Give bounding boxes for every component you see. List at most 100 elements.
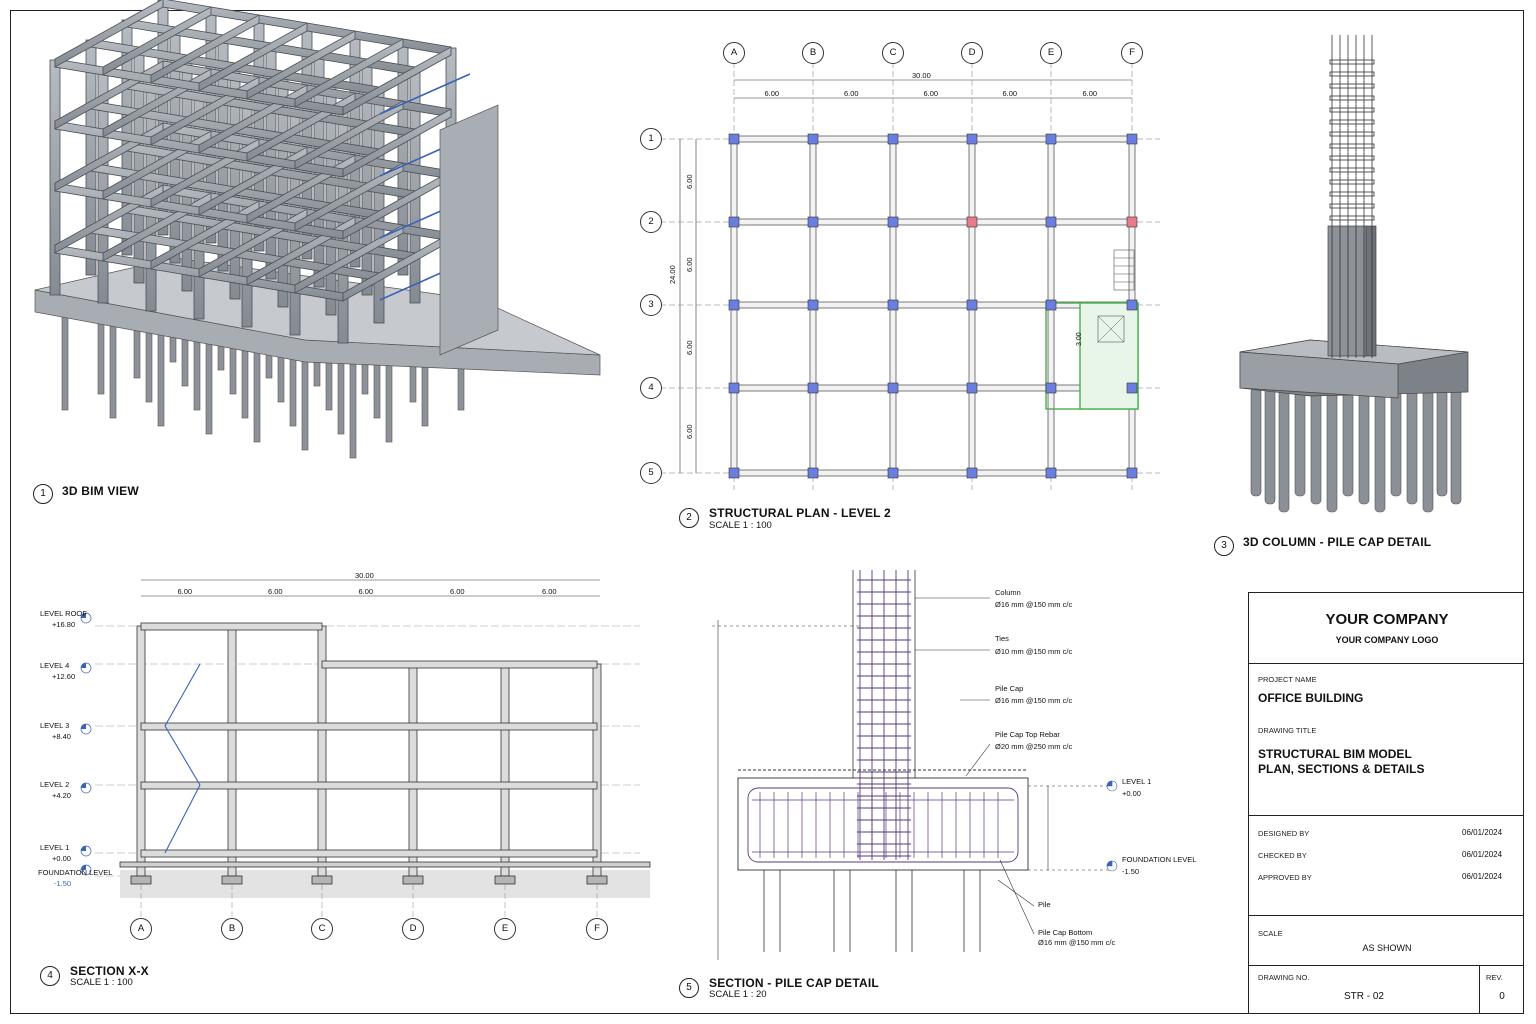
section-level-name: LEVEL 3 xyxy=(40,721,70,730)
section-grid-bubble-F: F xyxy=(586,918,608,940)
plan-column xyxy=(1126,299,1138,311)
view-3-title: 3D COLUMN - PILE CAP DETAIL xyxy=(1243,535,1432,549)
plan-grid-bubble-F: F xyxy=(1121,42,1143,64)
plan-column xyxy=(1045,299,1057,311)
plan-total-x: 30.00 xyxy=(912,71,931,80)
plan-column xyxy=(966,467,978,479)
section-roof-slab xyxy=(140,622,323,631)
column-pilecap-3d xyxy=(1239,35,1469,513)
section-level-elev: +8.40 xyxy=(52,732,71,741)
section-level-markers xyxy=(80,612,92,876)
bim-beam xyxy=(246,30,356,100)
plan-column xyxy=(728,467,740,479)
bim-beam xyxy=(294,162,404,232)
plan-grid-bubble-5: 5 xyxy=(640,462,662,484)
section-stair-flight xyxy=(164,784,201,854)
plan-grid-bubble-1: 1 xyxy=(640,128,662,150)
tb-project-section xyxy=(1249,663,1523,815)
plan-column xyxy=(728,382,740,394)
section-bay-x-dim: 6.00 xyxy=(358,587,374,596)
plan-dimensions xyxy=(679,79,1132,473)
plan-column xyxy=(807,216,819,228)
section-stair-flight xyxy=(164,663,201,727)
section-level-elev: +12.60 xyxy=(52,672,76,681)
plan-column xyxy=(807,299,819,311)
plan-column xyxy=(1045,382,1057,394)
drawing-no: STR - 02 xyxy=(1343,991,1384,1002)
plan-column xyxy=(966,382,978,394)
pilecap-column xyxy=(852,570,916,778)
section-level-elev: +16.80 xyxy=(52,620,76,629)
section-level-marker-fill xyxy=(81,783,86,788)
section-level-name: LEVEL 2 xyxy=(40,780,70,789)
column-3d-rebar xyxy=(1329,35,1375,358)
bim-beam xyxy=(294,38,404,108)
bim-beam xyxy=(342,46,452,116)
plan-column xyxy=(1126,467,1138,479)
plan-grid-bubble-3: 3 xyxy=(640,294,662,316)
column-3d-tie xyxy=(1329,179,1375,185)
pc-cap-spec: Ø16 mm @150 mm c/c xyxy=(995,696,1073,705)
pc-level1-elev: +0.00 xyxy=(1122,789,1141,798)
column-3d-tie xyxy=(1329,215,1375,221)
designed-by-date: 06/01/2024 xyxy=(1462,828,1503,837)
view-4-scale: SCALE 1 : 100 xyxy=(70,977,133,988)
drawing-no-label: DRAWING NO. xyxy=(1258,973,1310,982)
section-floor-slab xyxy=(140,849,598,858)
column-3d-tie xyxy=(1329,131,1375,137)
tb-scale-section xyxy=(1249,915,1523,965)
title-block: YOUR COMPANY YOUR COMPANY LOGO PROJECT N… xyxy=(1248,592,1524,1014)
bim-beam xyxy=(342,108,452,178)
bim-3d-view xyxy=(34,0,601,459)
plan-column xyxy=(966,133,978,145)
section-level-marker-fill xyxy=(81,846,86,851)
plan-grid-bubble-2: 2 xyxy=(640,211,662,233)
column-3d-tie xyxy=(1329,59,1375,65)
column-3d-tie xyxy=(1329,107,1375,113)
section-level-elev: +4.20 xyxy=(52,791,71,800)
pc-top-spec: Ø20 mm @250 mm c/c xyxy=(995,742,1073,751)
bim-beam xyxy=(294,100,404,170)
view-4-title: SECTION X-X xyxy=(70,964,149,978)
section-level-elev: +0.00 xyxy=(52,854,71,863)
plan-column xyxy=(1045,216,1057,228)
pc-top-label: Pile Cap Top Rebar xyxy=(995,730,1060,739)
section-floor-slab xyxy=(140,722,598,731)
plan-column xyxy=(807,382,819,394)
section-total-x: 30.00 xyxy=(355,571,374,580)
view-1-title: 3D BIM VIEW xyxy=(62,484,139,498)
plan-grid-bubble-A: A xyxy=(723,42,745,64)
section-gridlines xyxy=(140,884,598,918)
section-level-name: LEVEL ROOF xyxy=(40,609,87,618)
pc-ties-spec: Ø10 mm @150 mm c/c xyxy=(995,647,1073,656)
plan-bay-x-dim: 6.00 xyxy=(844,89,859,98)
rev-label: REV. xyxy=(1486,973,1503,982)
section-level-marker-fill xyxy=(81,724,86,729)
plan-column xyxy=(1045,467,1057,479)
view-1-number: 1 xyxy=(33,484,53,504)
bim-stair xyxy=(379,73,471,115)
view-2-scale: SCALE 1 : 100 xyxy=(709,520,772,531)
pc-ties-label: Ties xyxy=(995,634,1009,643)
pc-pile-label: Pile xyxy=(1038,900,1051,909)
pc-bottom-spec: Ø16 mm @150 mm c/c xyxy=(1038,938,1116,947)
column-3d-tie xyxy=(1329,119,1375,125)
approved-by-date: 06/01/2024 xyxy=(1462,872,1503,881)
plan-column xyxy=(728,216,740,228)
section-floor-slab xyxy=(140,781,598,790)
checked-by-date: 06/01/2024 xyxy=(1462,850,1503,859)
drawing-title-label: DRAWING TITLE xyxy=(1258,726,1317,735)
column-3d-cap xyxy=(1239,339,1469,399)
tb-drawing-no-section xyxy=(1249,965,1523,1013)
section-floor-slab xyxy=(321,660,598,669)
plan-column xyxy=(887,467,899,479)
plan-bay-x-dim: 6.00 xyxy=(764,89,780,98)
section-level-name: LEVEL 4 xyxy=(40,661,70,670)
designed-by-label: DESIGNED BY xyxy=(1258,829,1310,838)
rev-value: 0 xyxy=(1499,991,1505,1002)
plan-grid-bubble-E: E xyxy=(1040,42,1062,64)
section-bay-x-dim: 6.00 xyxy=(542,587,557,596)
plan-column xyxy=(966,216,978,228)
